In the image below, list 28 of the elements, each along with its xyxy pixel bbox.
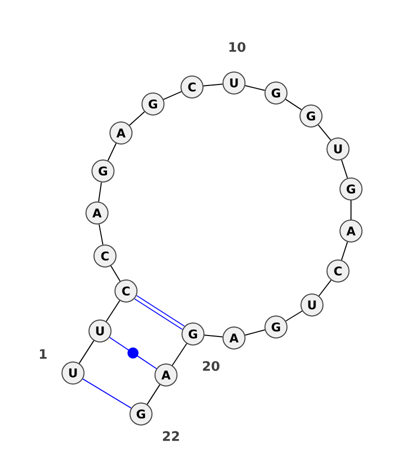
backbone-line	[341, 241, 348, 261]
backbone-line	[204, 334, 224, 338]
base-pair-line	[134, 295, 185, 330]
backbone-line	[78, 340, 94, 364]
backbone-line	[350, 200, 352, 220]
backbone-line	[163, 91, 182, 100]
position-number: 20	[203, 361, 220, 371]
backbone-line	[202, 84, 224, 86]
backbone-line	[98, 182, 102, 202]
backbone-line	[106, 300, 120, 322]
backbone-line	[172, 343, 188, 366]
backbone-line	[110, 265, 121, 282]
base-pair-line	[82, 378, 132, 409]
backbone-line	[318, 124, 332, 141]
backbone-line	[285, 310, 303, 322]
position-number: 22	[163, 431, 179, 441]
backbone-line	[107, 142, 117, 162]
backbone-line	[129, 111, 145, 126]
backbone-line	[318, 280, 332, 296]
position-number: 1	[40, 349, 47, 359]
backbone-line	[244, 85, 266, 91]
backbone-line	[285, 98, 302, 110]
backbone-line	[98, 224, 104, 246]
position-number: 10	[229, 42, 246, 52]
backbone-line	[146, 384, 160, 405]
backbone-line	[244, 329, 266, 336]
backbone-line	[341, 159, 348, 179]
base-pair-line	[109, 336, 157, 370]
